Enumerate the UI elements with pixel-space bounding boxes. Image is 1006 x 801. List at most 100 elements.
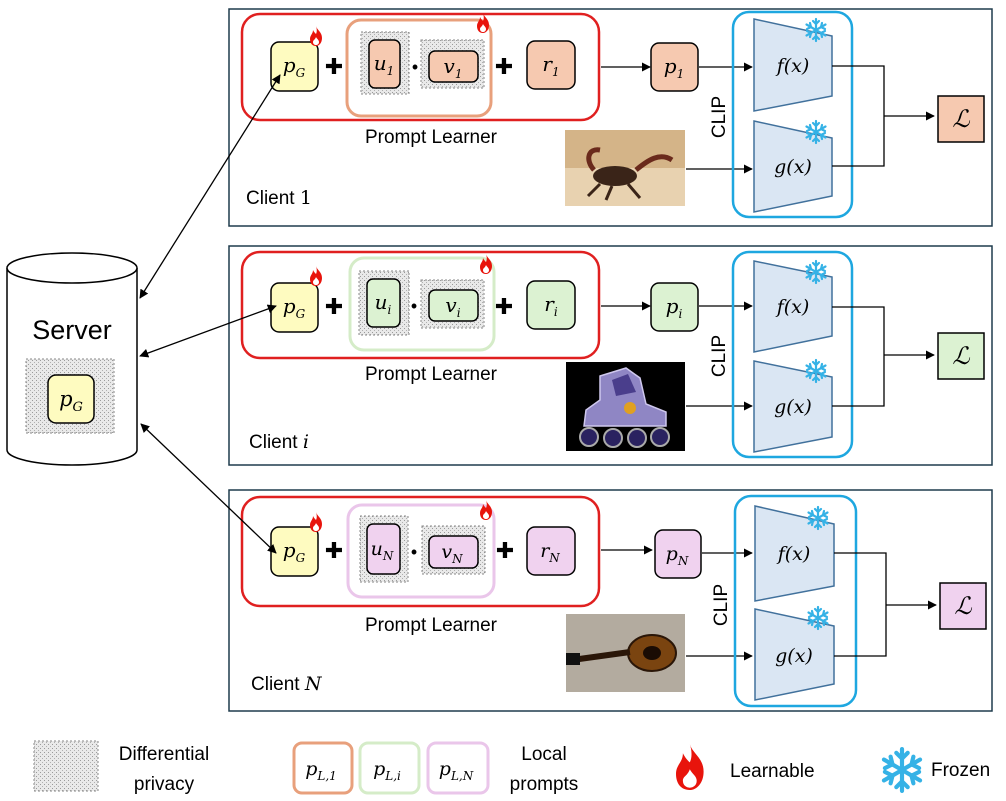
svg-text:pi: pi (666, 294, 683, 321)
server-clienti-arrow (139, 304, 277, 358)
v-prompt (428, 50, 479, 83)
client-panel-i: pG ✚ ui • vi ✚ ri Prompt Learner pi (228, 245, 993, 466)
svg-text:pL,1: pL,1 (305, 758, 337, 783)
plus-icon: ✚ (325, 54, 343, 79)
plus-icon: ✚ (495, 54, 513, 79)
clip-label: CLIP (711, 584, 732, 626)
server-prompt-base: p (59, 387, 72, 411)
svg-text:rN: rN (540, 540, 560, 565)
plus-icon: ✚ (325, 538, 343, 563)
loss-label: ℒ (954, 592, 972, 620)
legend: Differential privacy pL,1 pL,i pL,N Loca… (33, 740, 990, 795)
server-label: Server (32, 315, 112, 345)
client-panel-n: pG ✚ uN • vN ✚ rN Prompt Learner pN CLIP… (228, 489, 993, 712)
svg-text:p1: p1 (664, 54, 684, 81)
legend-dp-swatch (33, 740, 99, 792)
text-encoder-label: f(x) (776, 543, 811, 565)
text-encoder-label: f(x) (775, 55, 810, 77)
r-prompt (526, 526, 576, 576)
svg-text:vN: vN (441, 541, 463, 566)
svg-text:pG: pG (283, 294, 306, 321)
text-encoder-label: f(x) (775, 296, 810, 318)
clip-box (731, 250, 854, 459)
combined-prompt (650, 282, 699, 332)
v-prompt (428, 289, 479, 322)
global-prompt (270, 41, 319, 92)
svg-text:Client 1: Client 1 (246, 187, 312, 209)
learnable-flame-icon (480, 500, 492, 520)
image-encoder-label: g(x) (775, 645, 813, 667)
image-encoder-label: g(x) (774, 156, 812, 178)
rollerblade-image (566, 362, 685, 451)
legend-local-prompt-i (358, 741, 421, 795)
u-prompt (366, 523, 401, 575)
text-encoder (753, 260, 833, 353)
combined-prompt (650, 42, 699, 92)
server-clientn-arrow (140, 423, 277, 554)
legend-local-prompt-n (426, 741, 490, 795)
client-label: Client (251, 674, 305, 695)
u-prompt (368, 39, 401, 89)
svg-text:ui: ui (375, 290, 392, 317)
image-encoder (753, 120, 833, 213)
svg-text:pG: pG (59, 387, 83, 415)
svg-text:privacy: privacy (134, 774, 195, 795)
plus-icon: ✚ (325, 294, 343, 319)
frozen-snowflake-icon (805, 119, 827, 145)
r-prompt (526, 280, 576, 330)
legend-flame-icon (676, 744, 704, 790)
frozen-snowflake-icon (807, 605, 829, 631)
svg-text:Client N: Client N (251, 673, 323, 695)
svg-text:prompts: prompts (510, 774, 579, 795)
svg-text:vi: vi (445, 293, 460, 320)
server-prompt-sub: G (73, 400, 83, 415)
clip-box (733, 494, 858, 708)
loss-box (937, 95, 985, 143)
clip-label: CLIP (709, 335, 730, 377)
loss-label: ℒ (952, 105, 970, 133)
svg-text:pL,N: pL,N (439, 758, 474, 783)
crab-image (565, 130, 685, 206)
legend-snowflake-icon (884, 749, 920, 791)
svg-text:v1: v1 (444, 54, 463, 81)
plus-icon: ✚ (496, 538, 514, 563)
svg-text:pG: pG (283, 53, 306, 80)
legend-local-prompt-1 (292, 741, 354, 795)
u-prompt (366, 278, 401, 328)
svg-text:r1: r1 (542, 52, 559, 79)
server-client1-arrow (139, 74, 281, 299)
learnable-flame-icon (477, 13, 489, 33)
svg-text:uN: uN (371, 538, 394, 563)
prompt-learner-label: Prompt Learner (365, 615, 498, 636)
legend-local-label: Local (521, 744, 566, 765)
svg-text:pN: pN (666, 543, 689, 568)
mandolin-image (566, 614, 685, 692)
svg-text:pG: pG (283, 538, 306, 565)
dot-operator: • (411, 542, 417, 562)
client-panel-border (228, 489, 993, 712)
loss-label: ℒ (952, 342, 970, 370)
image-encoder (754, 608, 835, 701)
learnable-flame-icon (310, 512, 322, 532)
loss-box (937, 332, 985, 380)
client-label: Client (249, 432, 303, 453)
legend-dp-label: Differential (119, 744, 209, 765)
dot-operator: • (411, 296, 417, 316)
local-prompt-group (345, 18, 493, 118)
text-encoder (753, 18, 833, 112)
client-panel-1: pG ✚ u1 • v1 ✚ r1 Prompt Learner p1 (228, 8, 993, 227)
frozen-snowflake-icon (807, 505, 829, 531)
svg-text:u1: u1 (374, 51, 395, 78)
combined-prompt (654, 529, 702, 579)
clip-label: CLIP (709, 96, 730, 138)
image-encoder-label: g(x) (774, 396, 812, 418)
clip-box (731, 10, 854, 219)
legend-frozen-label: Frozen (931, 760, 990, 781)
learnable-flame-icon (310, 266, 322, 286)
frozen-snowflake-icon (805, 17, 827, 43)
server: Server pG (6, 252, 138, 466)
frozen-snowflake-icon (805, 358, 827, 384)
v-prompt (428, 535, 479, 569)
text-encoder (754, 505, 835, 602)
